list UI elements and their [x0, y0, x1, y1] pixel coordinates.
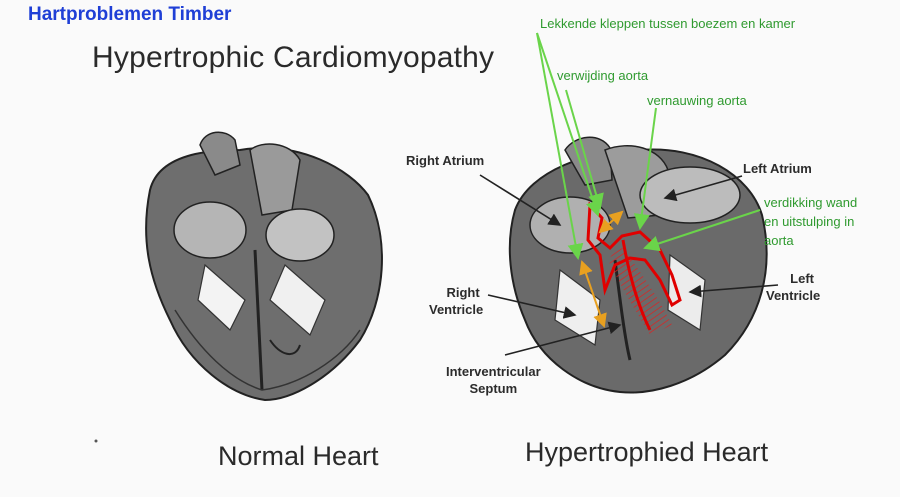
label-right-ventricle-line2: Ventricle [429, 302, 484, 317]
label-septum-line1: Interventricular [446, 364, 541, 379]
label-left-ventricle-line1: Left [790, 271, 815, 286]
annotation-wall-thickening-line2: en uitstulping in [764, 214, 855, 229]
annotation-arrows [536, 32, 761, 260]
label-septum: Interventricular Septum [446, 363, 541, 397]
hypertrophied-heart-illustration [508, 136, 768, 394]
label-septum-line2: Septum [469, 381, 518, 396]
bullet-dot [94, 439, 98, 443]
label-right-atrium: Right Atrium [406, 153, 485, 168]
label-left-ventricle-line2: Ventricle [766, 288, 821, 303]
size-indicator-arrows [579, 210, 624, 328]
page-header: Hartproblemen Timber [28, 4, 232, 25]
page-title: Hypertrophic Cardiomyopathy [92, 41, 495, 74]
label-right-ventricle-line1: Right [446, 285, 480, 300]
label-left-ventricle: Left Ventricle [766, 270, 820, 304]
label-right-ventricle: Right Ventricle [429, 284, 483, 318]
label-left-atrium: Left Atrium [743, 161, 812, 176]
anatomy-arrows [479, 174, 779, 356]
normal-heart-illustration [145, 131, 383, 402]
annotation-leaking-valves: Lekkende kleppen tussen boezem en kamer [540, 16, 796, 31]
annotation-wall-thickening-line1: verdikking wand [764, 195, 858, 210]
caption-normal-heart: Normal Heart [218, 441, 379, 471]
annotation-aorta-widening: verwijding aorta [557, 68, 649, 83]
annotation-wall-thickening: verdikking wand en uitstulping in aorta [764, 193, 857, 250]
annotation-aorta-narrowing: vernauwing aorta [647, 93, 747, 108]
annotation-wall-thickening-line3: aorta [764, 233, 794, 248]
caption-hypertrophied-heart: Hypertrophied Heart [525, 437, 769, 467]
